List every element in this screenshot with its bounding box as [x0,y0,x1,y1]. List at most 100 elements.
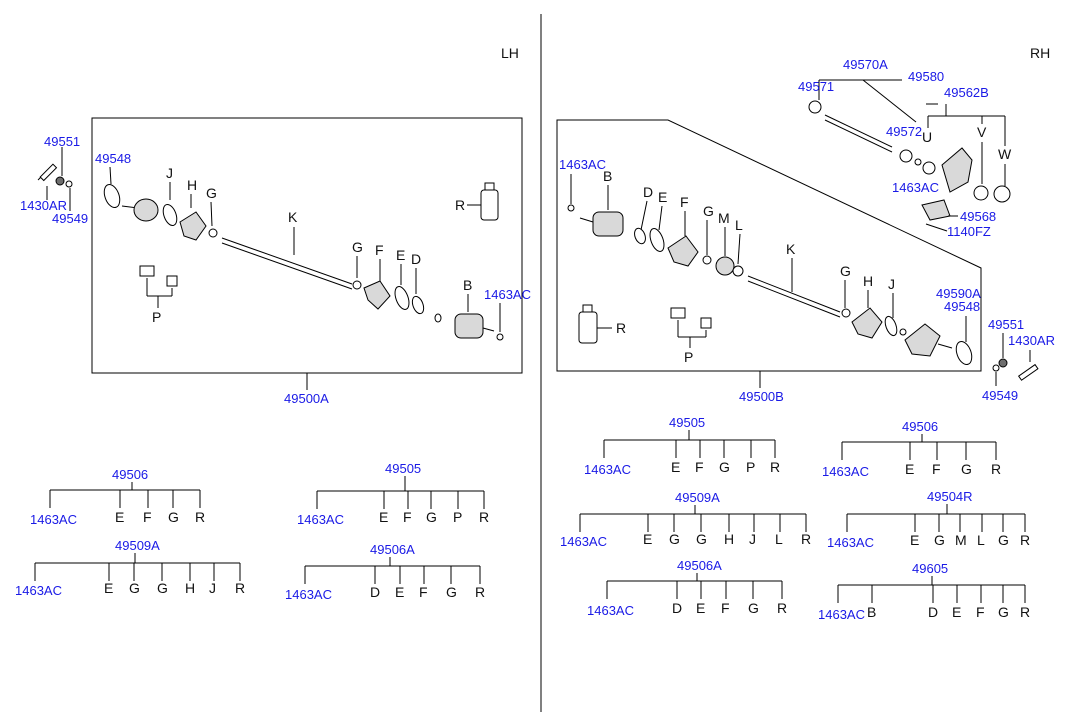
lh-washer-icon [65,180,73,188]
kit-code-label[interactable]: 49504R [927,489,973,504]
lh-p-joint-icon [139,265,155,277]
lh-seal-number[interactable]: 49548 [95,151,131,166]
kit-item-letter: E [905,461,914,477]
kit-item-number[interactable]: 1463AC [822,464,869,479]
lh-letter-b: B [463,277,472,293]
rh-inner-boot-icon [851,307,883,339]
lh-nut-number[interactable]: 49551 [44,134,80,149]
lh-outer-hardware: 49551 1430AR 49549 [20,134,88,226]
rh-cover-number[interactable]: 49568 [960,209,996,224]
lh-outer-joint-icon [133,198,159,222]
rh-seal-b-number[interactable]: 49548 [944,299,980,314]
lh-snap-ring-number[interactable]: 1463AC [484,287,531,302]
kit-item-letter: G [998,532,1009,548]
kit-code-label[interactable]: 49509A [675,490,720,505]
kit-item-letter: P [746,459,755,475]
kit-code-label[interactable]: 49505 [669,415,705,430]
kit-item-letter: G [719,459,730,475]
kit-item-number[interactable]: 1463AC [297,512,344,527]
rh-nut-number[interactable]: 49551 [988,317,1024,332]
lh-letter-f: F [375,242,384,258]
rh-seal-ring-icon [955,340,973,366]
kit-item-number[interactable]: 1463AC [587,603,634,618]
kit-code-label[interactable]: 49605 [912,561,948,576]
rh-shaft-icon [747,275,841,313]
rh-letter-h: H [863,273,873,289]
kit-item-letter: G [446,584,457,600]
kit-item-letter: J [209,580,216,596]
kit-item-letter: F [976,604,985,620]
lh-bolt-number[interactable]: 1430AR [20,198,67,213]
rh-inner-snap-ring-number[interactable]: 1463AC [559,157,606,172]
rh-letter-w: W [998,146,1012,162]
kit-code-label[interactable]: 49506A [677,558,722,573]
kit-code-label[interactable]: 49506A [370,542,415,557]
kit-item-letter: R [475,584,485,600]
kit-item-letter: R [1020,604,1030,620]
kit-item-number[interactable]: 1463AC [560,534,607,549]
rh-letter-u: U [922,129,932,145]
lh-bolt-icon [39,163,58,182]
kit-code-label[interactable]: 49509A [115,538,160,553]
lh-boot-icon [179,211,207,241]
kit-item-letter: P [453,509,462,525]
rh-bearing-seal-number[interactable]: 49572 [886,124,922,139]
kit-code-label[interactable]: 49505 [385,461,421,476]
lh-shaft-icon [221,237,353,285]
rh-intermediate-shaft: 49570A 49571 49572 49580 49562B U V W [798,57,1012,239]
kit-item-letter: R [479,509,489,525]
rh-screw-number[interactable]: 1140FZ [947,224,991,239]
kit-item-letter: E [104,580,113,596]
kit-item-letter: G [426,509,437,525]
rh-bolt-number[interactable]: 1430AR [1008,333,1055,348]
kit-item-number[interactable]: 1463AC [285,587,332,602]
rh-outer-seal-number[interactable]: 49571 [798,79,834,94]
rh-intermediate-snap-ring-number[interactable]: 1463AC [892,180,939,195]
kit-item-letter: E [910,532,919,548]
lh-j-ring-icon [162,203,178,227]
rh-letter-g1: G [703,203,714,219]
rh-grease-bottle-icon [578,311,598,344]
rh-nut-icon [998,358,1008,368]
kit-item-letter: F [419,584,428,600]
lh-g-clamp-icon [208,228,218,238]
lh-washer-number[interactable]: 49549 [52,211,88,226]
kit-item-letter: F [403,509,412,525]
kit-item-letter: E [395,584,404,600]
kit-item-letter: D [672,600,682,616]
kit-item-letter: M [955,532,967,548]
rh-bracket-icon [941,147,973,193]
kit-item-number[interactable]: 1463AC [827,535,874,550]
kit-item-number[interactable]: 1463AC [30,512,77,527]
kit-item-number[interactable]: 1463AC [818,607,865,622]
kit-item-letter: J [749,531,756,547]
lh-side-label: LH [501,45,519,61]
kit-item-letter: E [671,459,680,475]
rh-bracket-number[interactable]: 49562B [944,85,989,100]
rh-letter-v: V [977,124,987,140]
kit-code-label[interactable]: 49506 [902,419,938,434]
rh-assembly-number[interactable]: 49500B [739,389,784,404]
kit-item-letter: E [952,604,961,620]
rh-seal-a-number[interactable]: 49590A [936,286,981,301]
kit-item-letter: G [168,509,179,525]
kit-item-letter: G [748,600,759,616]
kit-item-letter: F [143,509,152,525]
kit-code-label[interactable]: 49506 [112,467,148,482]
kit-item-letter: D [370,584,380,600]
rh-shaft-number[interactable]: 49570A [843,57,888,72]
kit-item-letter: E [643,531,652,547]
rh-bolt-number-upper[interactable]: 49580 [908,69,944,84]
rh-cover-icon [921,199,951,221]
kit-item-number[interactable]: 1463AC [15,583,62,598]
kit-item-number[interactable]: 1463AC [584,462,631,477]
lh-assembly-number[interactable]: 49500A [284,391,329,406]
rh-washer-number[interactable]: 49549 [982,388,1018,403]
